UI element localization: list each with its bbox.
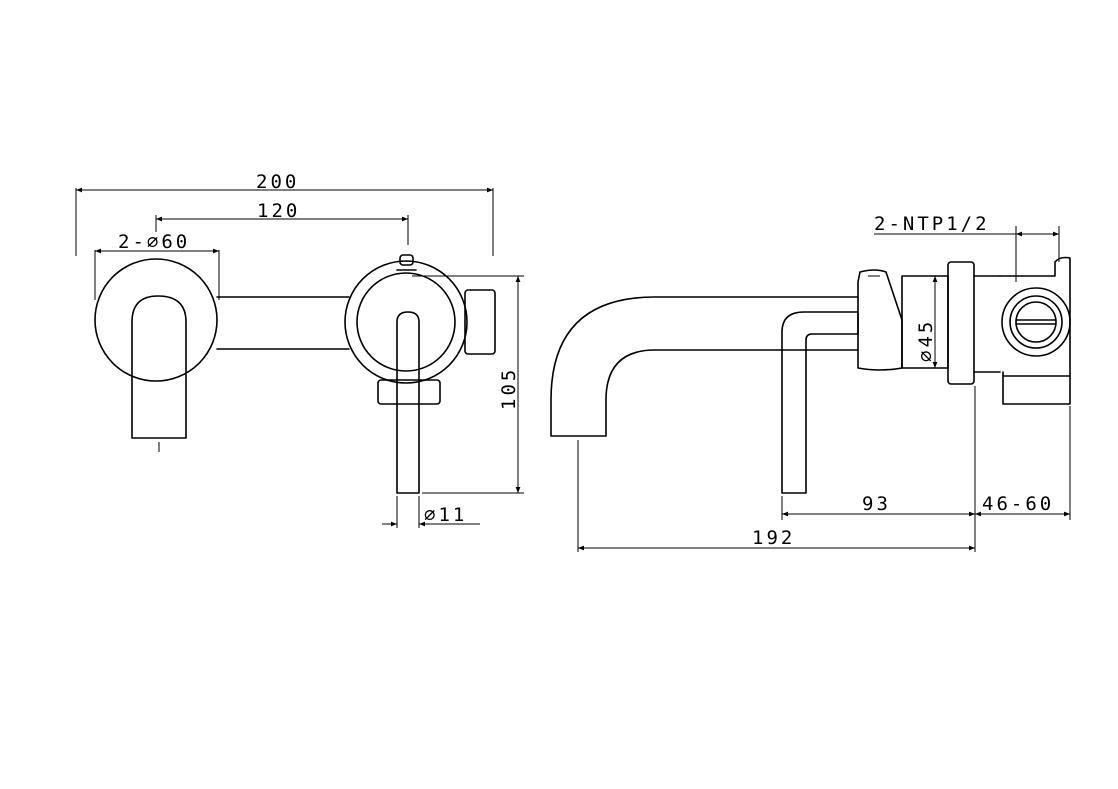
in-wall-box — [999, 256, 1071, 405]
dimension-120: 120 — [257, 200, 300, 222]
dimension-192: 192 — [752, 527, 795, 549]
side-handle — [781, 311, 859, 494]
dimension-plate-diameter: 2-∅60 — [118, 231, 190, 253]
dimension-body-diameter: ∅45 — [915, 319, 937, 362]
right-cartridge — [464, 289, 496, 355]
dimension-200: 200 — [256, 171, 299, 193]
side-view: 2-NTP1/2 ∅45 93 46-60 192 — [550, 213, 1071, 552]
dimension-thread: 2-NTP1/2 — [874, 213, 990, 235]
left-handle — [131, 295, 187, 439]
spout — [550, 296, 859, 437]
spout-collar — [857, 269, 903, 371]
right-lever-handle — [396, 311, 420, 494]
thread-connection — [1001, 287, 1071, 357]
left-cover-plate — [94, 258, 218, 382]
dimension-handle-diameter: ∅11 — [424, 504, 467, 526]
dimension-93: 93 — [862, 493, 891, 515]
wall-flange — [947, 261, 975, 385]
right-cover-plate — [344, 260, 468, 384]
front-view: 200 120 2-∅60 105 ∅11 — [75, 171, 524, 528]
dimension-wall-depth: 46-60 — [982, 493, 1054, 515]
dimension-105: 105 — [498, 367, 520, 410]
